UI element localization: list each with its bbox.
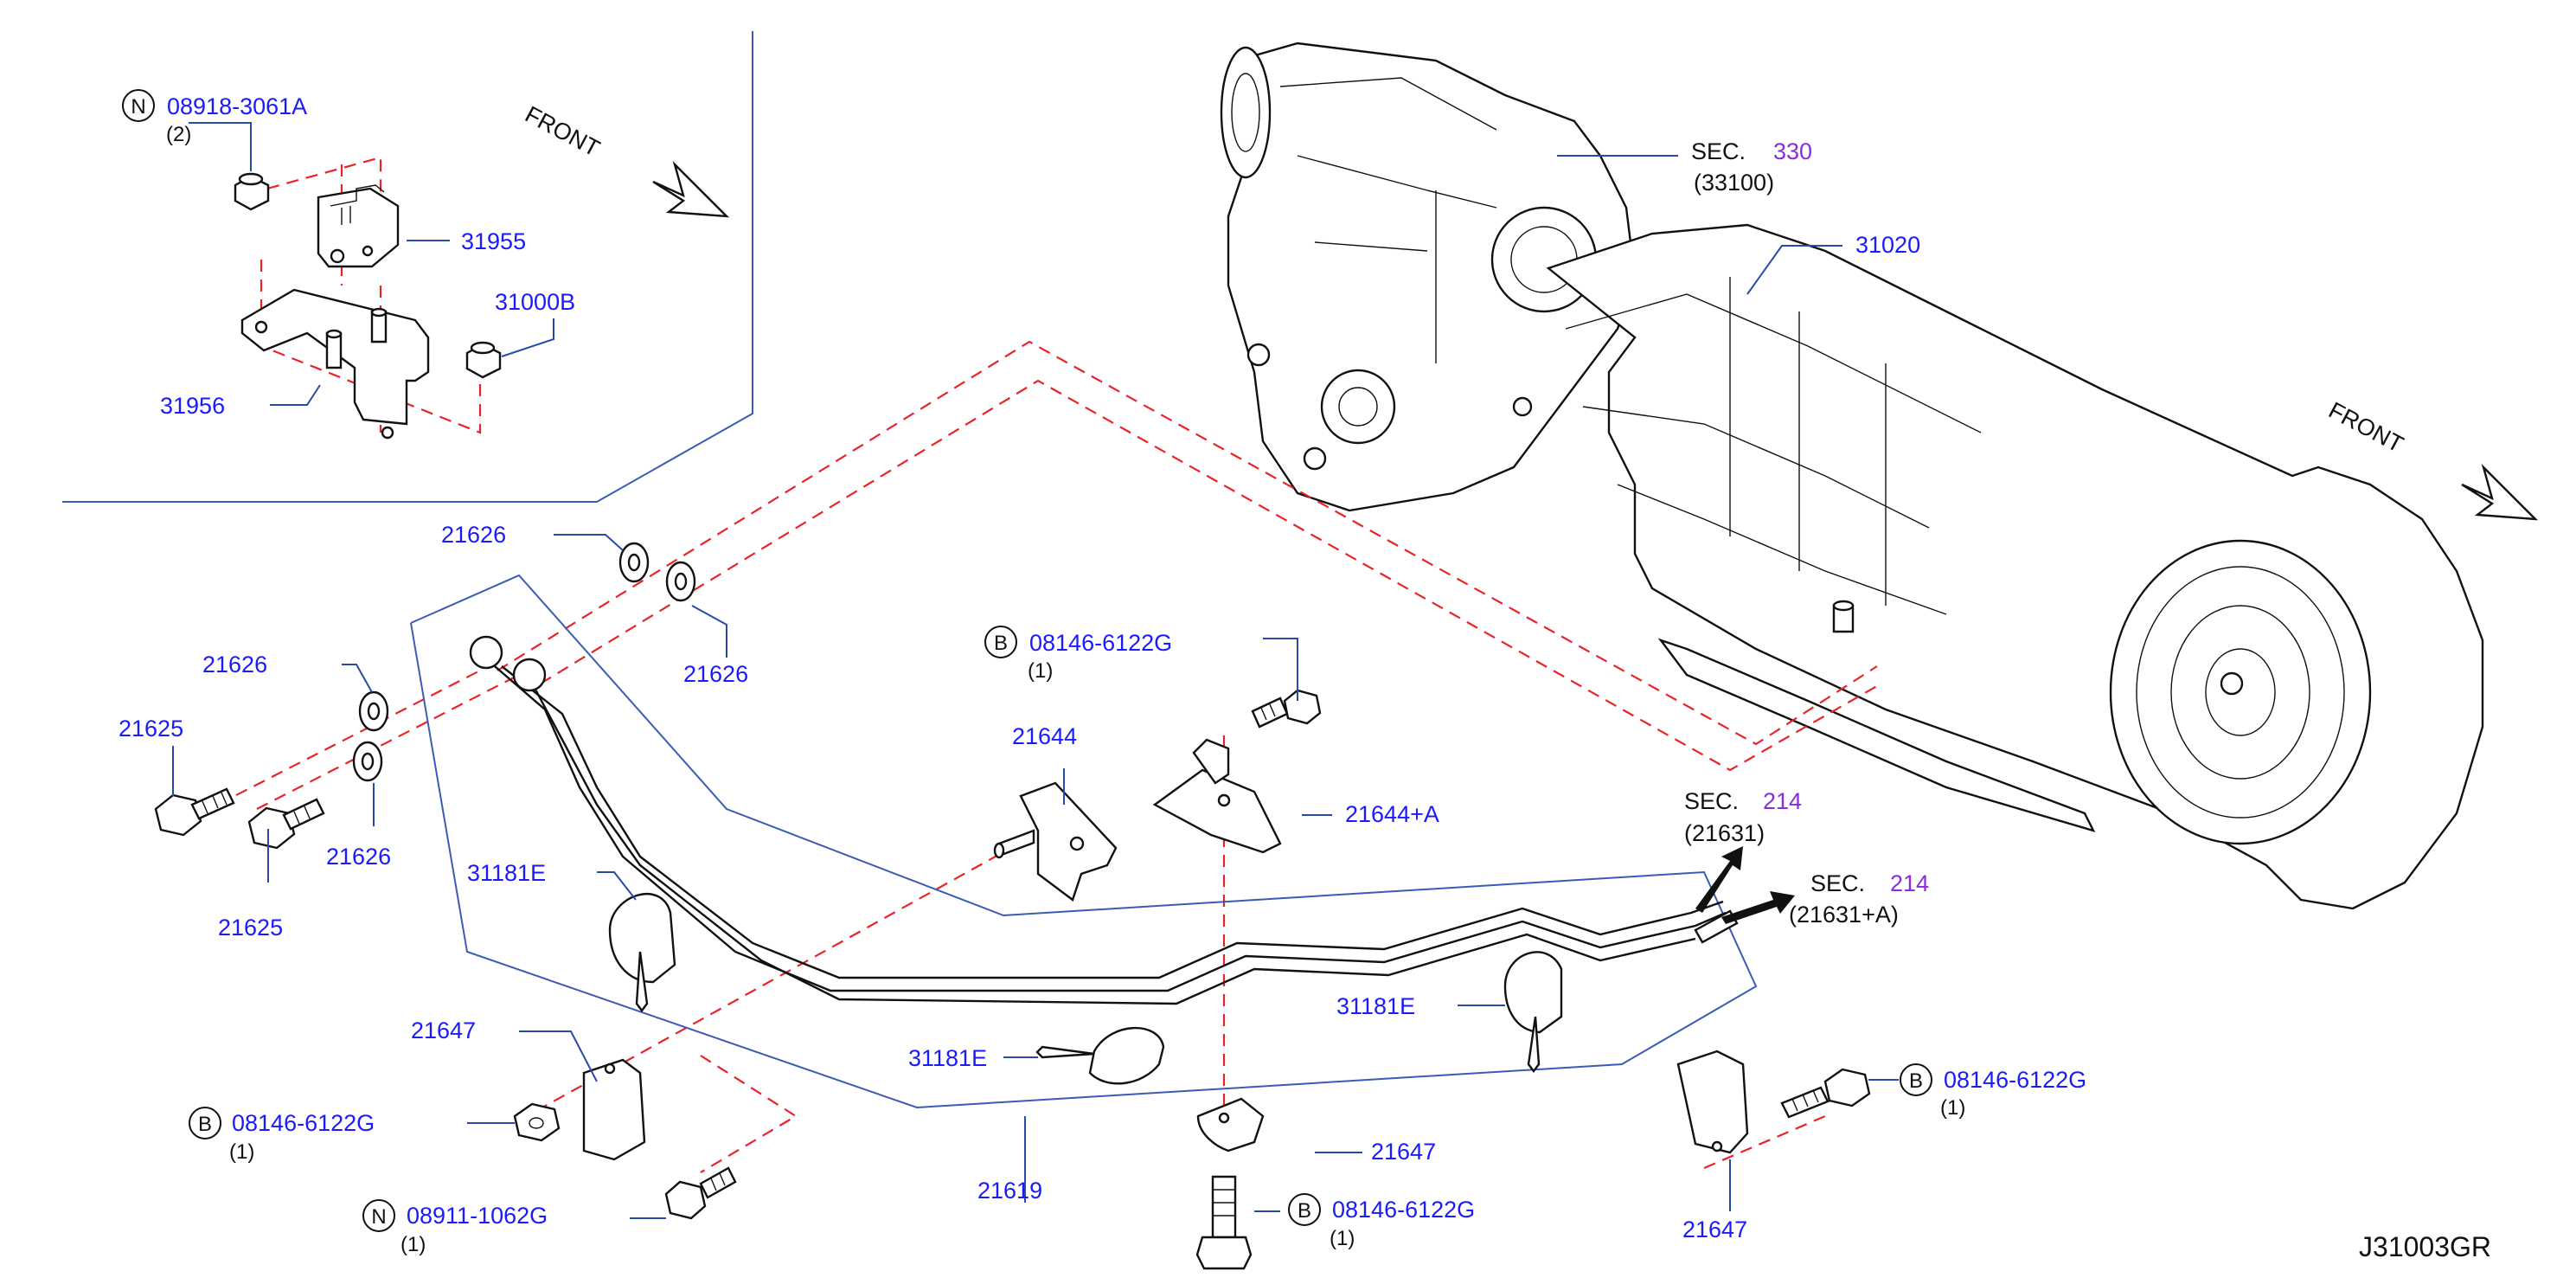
hose-sec-b-ref: (21631+A) — [1789, 902, 1899, 928]
hose-sec-a-ref: (21631) — [1684, 820, 1765, 846]
transfer-case-drawing — [1220, 42, 1637, 512]
bracket-21644a-label[interactable]: 21644+A — [1345, 801, 1439, 827]
bolt-left-symbol-circle — [189, 1107, 221, 1140]
clip-mid-label[interactable]: 31181E — [908, 1045, 987, 1071]
nut-n-part-label[interactable]: 08911-1062G — [407, 1203, 548, 1229]
inset-nut-b-icon — [465, 341, 502, 379]
bolt-right-symbol: B — [1909, 1069, 1923, 1093]
washer-2-label[interactable]: 21626 — [683, 661, 748, 687]
inset-nut-qty: (2) — [166, 123, 191, 146]
inset-front-label: FRONT — [521, 101, 604, 162]
nut-n-qty: (1) — [400, 1233, 426, 1256]
clip-mid-icon — [1035, 1026, 1165, 1085]
clip-right-label[interactable]: 31181E — [1336, 993, 1415, 1019]
bracket-21644a-icon — [1152, 738, 1282, 854]
bolt-right-symbol-circle — [1900, 1063, 1932, 1096]
transfer-sec-ref: (33100) — [1694, 170, 1774, 196]
bolt-left-symbol: B — [198, 1113, 212, 1136]
sec-214-arrow-a-icon — [1695, 846, 1743, 913]
bolt-upper-icon — [1251, 689, 1322, 729]
inset-front-arrow-icon — [652, 160, 730, 218]
bracket-21644-icon — [993, 781, 1118, 902]
inset-frame — [62, 31, 753, 503]
transfer-sec-prefix: SEC. — [1691, 138, 1746, 164]
bolt-mid-icon — [1195, 1175, 1253, 1270]
inset-bracket-icon — [240, 288, 430, 440]
hose-sec-b-number[interactable]: 214 — [1890, 870, 1929, 896]
clip-right-icon — [1503, 951, 1563, 1073]
washer-1-label[interactable]: 21626 — [441, 522, 506, 548]
hose-sec-b-prefix: SEC. — [1810, 870, 1865, 896]
bolt-mid-symbol: B — [1298, 1199, 1311, 1223]
main-front-label: FRONT — [2324, 397, 2407, 458]
washer-4-icon — [352, 741, 383, 782]
washer-3-label[interactable]: 21626 — [202, 652, 267, 677]
bolt-mid-part-label[interactable]: 08146-6122G — [1332, 1197, 1475, 1223]
tube-assy-label[interactable]: 21619 — [977, 1178, 1042, 1204]
bolt-mid-symbol-circle — [1288, 1193, 1321, 1226]
nut-n-icon — [664, 1166, 737, 1220]
clamp-mid-label[interactable]: 21647 — [1371, 1139, 1436, 1165]
inset-bracket-part-label[interactable]: 31956 — [160, 393, 225, 419]
main-front-arrow-icon — [2461, 463, 2539, 521]
bracket-21644-label[interactable]: 21644 — [1012, 723, 1077, 749]
tube-assy-frame — [410, 574, 1758, 1109]
diagram-code: J31003GR — [2359, 1231, 2491, 1262]
washer-2-icon — [665, 561, 696, 602]
bolt-21625-right-icon — [247, 798, 325, 850]
bolt-left-icon — [513, 1102, 561, 1142]
clamp-mid-icon — [1196, 1097, 1265, 1152]
bolt-b-part-label[interactable]: 08146-6122G — [1029, 630, 1172, 656]
transmission-part-label[interactable]: 31020 — [1855, 232, 1920, 258]
bolt-b-symbol: B — [994, 632, 1008, 655]
bolt-mid-qty: (1) — [1330, 1227, 1355, 1250]
inset-nut-symbol-circle — [122, 89, 155, 122]
inset-nut-icon — [234, 172, 270, 211]
transfer-sec-number[interactable]: 330 — [1773, 138, 1812, 164]
clamp-left-icon — [582, 1058, 646, 1161]
hose-sec-a-number[interactable]: 214 — [1763, 788, 1802, 814]
sec-214-arrow-b-icon — [1721, 891, 1795, 924]
inset-sensor-part-label[interactable]: 31955 — [461, 228, 526, 254]
oil-cooler-tube — [469, 635, 1739, 1005]
nut-n-symbol: N — [371, 1205, 386, 1229]
washer-4-label[interactable]: 21626 — [326, 844, 391, 870]
inset-nut-b-part-label[interactable]: 31000B — [495, 289, 575, 315]
bolt-21625-left-icon — [154, 787, 235, 837]
clip-left-label[interactable]: 31181E — [467, 860, 546, 886]
inset-sensor-icon — [317, 184, 400, 268]
bolt-right-part-label[interactable]: 08146-6122G — [1944, 1067, 2086, 1093]
bolt-b-symbol-circle — [984, 626, 1017, 658]
washer-3-icon — [358, 690, 389, 732]
inset-nut-symbol: N — [131, 95, 145, 119]
bolt-right-icon — [1780, 1068, 1871, 1119]
transmission-drawing — [1546, 223, 2484, 910]
bolt-left-part-label[interactable]: 08146-6122G — [232, 1110, 375, 1136]
bolt-right-qty: (1) — [1940, 1096, 1965, 1120]
clamp-right-icon — [1676, 1050, 1749, 1154]
inset-nut-part-label[interactable]: 08918-3061A — [167, 93, 307, 119]
nut-n-symbol-circle — [362, 1199, 395, 1232]
washer-1-icon — [618, 542, 650, 583]
clip-left-icon — [608, 893, 676, 1012]
bolt-1-label[interactable]: 21625 — [119, 716, 183, 742]
bolt-b-qty: (1) — [1028, 659, 1053, 683]
clamp-left-label[interactable]: 21647 — [411, 1018, 476, 1043]
clamp-right-label[interactable]: 21647 — [1682, 1217, 1747, 1242]
bolt-2-label[interactable]: 21625 — [218, 915, 283, 941]
hose-sec-a-prefix: SEC. — [1684, 788, 1739, 814]
bolt-left-qty: (1) — [229, 1140, 254, 1164]
